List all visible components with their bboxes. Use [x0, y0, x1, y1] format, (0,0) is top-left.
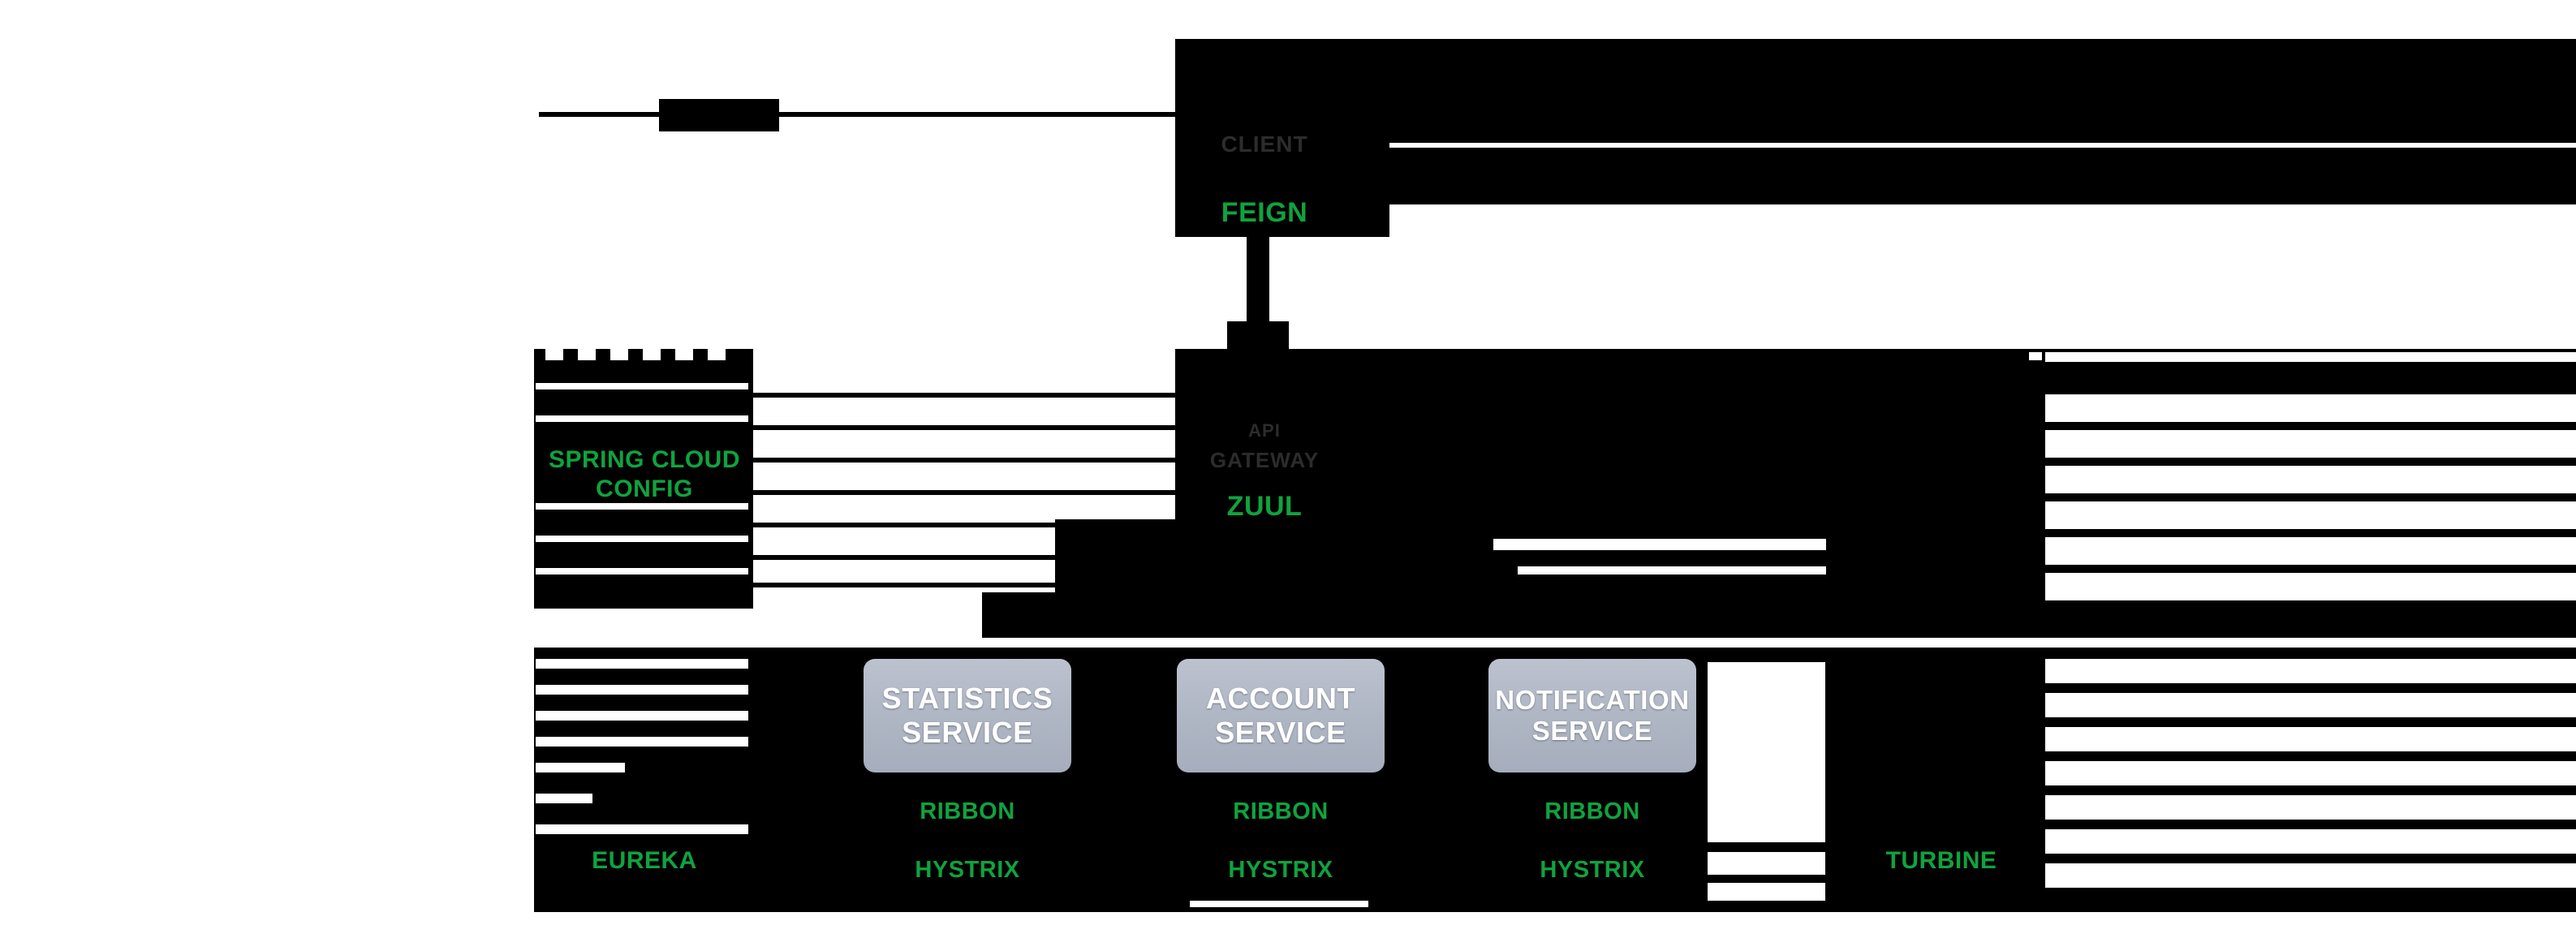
bottom-right-panel-line-4	[2045, 761, 2576, 785]
config-to-gateway-line-4	[753, 490, 1183, 495]
bottom-right-panel-line-1	[2045, 659, 2576, 683]
config-panel-notch-5	[675, 349, 693, 360]
config-to-gateway-line-7	[753, 583, 1183, 587]
service-notification-hystrix-label: HYSTRIX	[1540, 857, 1645, 883]
config-panel-notch-4	[643, 349, 661, 360]
client-stack-label-feign: FEIGN	[1221, 197, 1308, 228]
client-connector-line	[539, 112, 1448, 117]
registry-panel-line-6	[536, 794, 592, 803]
config-stack-label-line1: SPRING CLOUD	[548, 446, 740, 473]
config-panel-line-2	[536, 415, 748, 422]
bottom-right-panel-line-3	[2045, 727, 2576, 751]
gateway-label-line2: GATEWAY	[1209, 448, 1320, 472]
config-panel-line-3	[536, 503, 748, 510]
service-account-hystrix-label: HYSTRIX	[1228, 857, 1333, 883]
right-panel-line-5	[2045, 501, 2576, 529]
service-statistics-ribbon-label: RIBBON	[920, 798, 1015, 824]
service-card-statistics-label: STATISTICS SERVICE	[882, 682, 1053, 750]
config-panel-notch-6	[708, 349, 726, 360]
right-panel-line-1	[2045, 352, 2576, 362]
right-panel-line-3	[2045, 430, 2576, 458]
right-panel-line-6	[2045, 537, 2576, 565]
registry-panel-line-4	[536, 737, 748, 747]
config-to-gateway-line-2	[753, 425, 1183, 430]
client-to-gateway-line	[1389, 143, 2576, 148]
service-card-statistics-line1: STATISTICS	[881, 682, 1053, 716]
top-redaction-block-b	[1389, 136, 2576, 204]
right-panel-gutter	[2029, 352, 2042, 360]
config-to-gateway-line-1	[753, 393, 1183, 398]
gateway-right-line-2	[1518, 566, 1826, 574]
service-card-statistics[interactable]: STATISTICS SERVICE	[864, 659, 1071, 772]
registry-panel-line-3	[536, 711, 748, 721]
bottom-connector-line	[1190, 901, 1368, 907]
monitoring-stack-label-turbine: TURBINE	[1885, 847, 1997, 874]
bottom-right-panel-line-6	[2045, 829, 2576, 854]
right-panel-line-7	[2045, 573, 2576, 600]
registry-panel-line-2	[536, 685, 748, 695]
monitor-panel	[1708, 662, 1825, 842]
service-card-notification-label: NOTIFICATION SERVICE	[1495, 685, 1689, 747]
gateway-stem-cap	[1227, 321, 1289, 349]
service-card-account[interactable]: ACCOUNT SERVICE	[1177, 659, 1385, 772]
config-to-gateway-line-3	[753, 458, 1183, 463]
monitor-panel-strip-2	[1708, 883, 1825, 901]
top-redaction-block-a	[1175, 39, 2576, 136]
config-stack-label-line2: CONFIG	[596, 476, 693, 502]
right-panel-line-2	[2045, 394, 2576, 422]
registry-stack-label-eureka: EUREKA	[592, 847, 697, 874]
client-label: CLIENT	[1221, 131, 1308, 157]
gateway-stack-label-zuul: ZUUL	[1226, 491, 1303, 522]
service-card-notification-line2: SERVICE	[1531, 716, 1653, 746]
service-notification-ribbon-label: RIBBON	[1544, 798, 1640, 824]
client-request-redaction	[659, 99, 779, 131]
top-redaction-block-c	[1175, 136, 1389, 237]
config-panel-notch-2	[578, 349, 596, 360]
gateway-right-line-1	[1493, 539, 1826, 550]
service-card-statistics-line2: SERVICE	[902, 716, 1033, 749]
config-to-gateway-line-6	[753, 555, 1183, 560]
registry-panel-line-5	[536, 763, 625, 772]
monitor-panel-strip-1	[1708, 852, 1825, 875]
registry-panel-line-1	[536, 659, 748, 669]
service-card-account-label: ACCOUNT SERVICE	[1206, 682, 1355, 750]
bottom-right-panel-line-7	[2045, 863, 2576, 888]
right-panel-line-4	[2045, 466, 2576, 493]
registry-panel-line-7	[536, 824, 748, 834]
config-panel-line-4	[536, 536, 748, 542]
service-card-account-line2: SERVICE	[1215, 716, 1346, 749]
bottom-right-panel-line-5	[2045, 795, 2576, 820]
service-statistics-hystrix-label: HYSTRIX	[915, 857, 1020, 883]
config-panel-line-1	[536, 383, 748, 389]
config-panel-line-5	[536, 568, 748, 574]
config-to-gateway-line-5	[753, 523, 1183, 527]
service-card-notification[interactable]: NOTIFICATION SERVICE	[1488, 659, 1696, 772]
service-account-ribbon-label: RIBBON	[1233, 798, 1329, 824]
config-panel-redaction	[534, 349, 753, 609]
service-card-account-line1: ACCOUNT	[1205, 682, 1356, 716]
gateway-label-line1: API	[1248, 420, 1281, 441]
config-panel-notch-1	[545, 349, 563, 360]
service-card-notification-line1: NOTIFICATION	[1495, 684, 1690, 715]
config-panel-notch-3	[610, 349, 628, 360]
bottom-right-panel-line-2	[2045, 693, 2576, 717]
